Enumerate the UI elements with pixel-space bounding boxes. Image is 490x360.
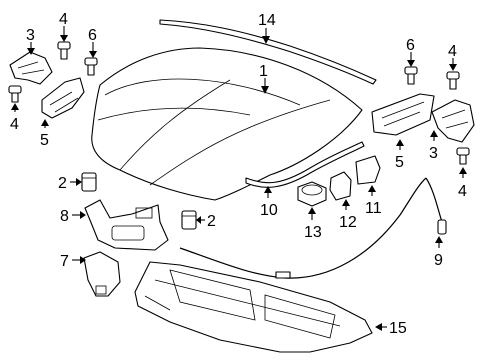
bolt-part-left-bottom <box>8 85 22 103</box>
callout-11: 11 <box>365 200 382 217</box>
clip-part-12 <box>329 171 352 201</box>
callout-4-right-bottom: 4 <box>458 183 467 200</box>
callout-4-left-top: 4 <box>59 11 68 28</box>
bumper-part-left <box>81 172 97 192</box>
bolt-part-6-right <box>404 66 418 85</box>
callout-4-right-top: 4 <box>448 43 457 60</box>
insulator-block-part <box>355 155 381 185</box>
release-handle-part <box>297 181 327 207</box>
leader-lines <box>11 26 467 331</box>
callout-12: 12 <box>339 214 357 231</box>
callout-13: 13 <box>304 224 322 241</box>
bolt-part-6-left <box>84 57 98 76</box>
callout-14: 14 <box>258 12 276 29</box>
hood-panel-part <box>91 47 363 201</box>
hood-insulator-part <box>134 261 373 353</box>
callout-9: 9 <box>434 252 443 269</box>
hinge-part-left <box>9 51 53 85</box>
callout-2-left: 2 <box>58 175 67 192</box>
release-cable-part <box>179 177 447 279</box>
latch-bracket-part <box>84 199 169 251</box>
bolt-part-left-top <box>57 41 71 60</box>
support-rod-part <box>245 141 365 188</box>
callout-15: 15 <box>389 320 407 337</box>
callout-6-left: 6 <box>88 27 97 44</box>
callout-6-right: 6 <box>406 37 415 54</box>
callout-1: 1 <box>259 63 268 80</box>
bolt-part-right-bottom <box>456 147 470 165</box>
latch-part <box>83 251 121 297</box>
callout-5-left: 5 <box>40 132 49 149</box>
callout-5-right: 5 <box>395 154 404 171</box>
bracket-part-left <box>41 77 85 119</box>
callout-7: 7 <box>60 253 69 270</box>
callout-2-right: 2 <box>207 213 216 230</box>
callout-labels: 1 2 2 3 3 4 4 4 4 5 5 6 6 7 8 9 10 11 12… <box>10 11 467 337</box>
bumper-part-right <box>181 210 197 230</box>
callout-3-left: 3 <box>26 27 35 44</box>
bolt-part-right-top <box>446 71 460 90</box>
callout-3-right: 3 <box>429 145 438 162</box>
callout-8: 8 <box>60 208 69 225</box>
callout-4-left-bottom: 4 <box>10 116 19 133</box>
callout-10: 10 <box>260 202 278 219</box>
bracket-part-right <box>371 93 435 136</box>
hinge-part-right <box>431 99 475 143</box>
hood-seal-part <box>159 19 377 85</box>
